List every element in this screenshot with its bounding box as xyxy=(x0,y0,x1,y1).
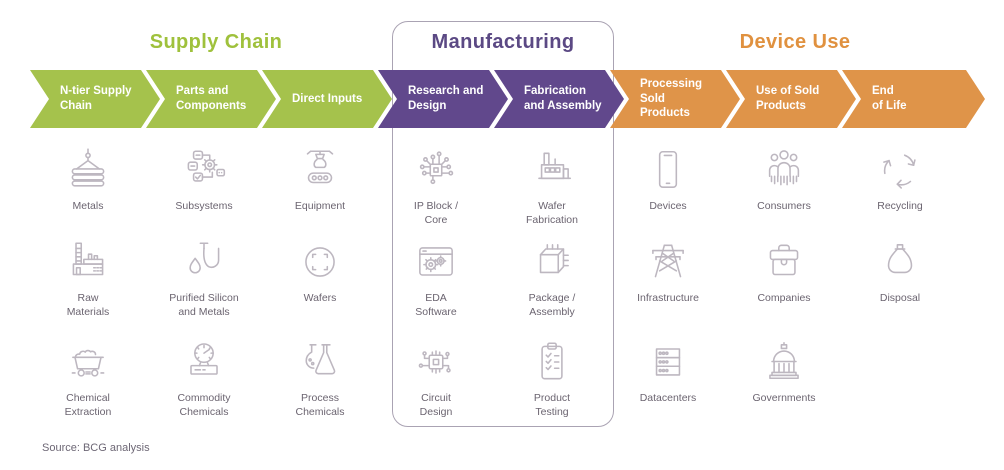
cell-label: IP Block / Core xyxy=(413,200,459,226)
cell-subsystems: Subsystems xyxy=(146,144,262,214)
companies-icon xyxy=(726,236,842,288)
datacenters-icon xyxy=(610,336,726,388)
product-testing-icon xyxy=(494,336,610,388)
wafers-icon xyxy=(262,236,378,288)
cell-label: EDA Software xyxy=(415,292,457,318)
cell-label: Companies xyxy=(757,292,811,304)
devices-icon xyxy=(610,144,726,196)
cell-label: Consumers xyxy=(757,200,811,212)
cell-label: Governments xyxy=(752,392,816,404)
chevron-direct-inputs: Direct Inputs xyxy=(262,70,392,128)
cell-equipment: Equipment xyxy=(262,144,378,214)
cell-infrastructure: Infrastructure xyxy=(610,236,726,306)
cell-ip-block-core: IP Block / Core xyxy=(378,144,494,227)
wafer-fabrication-icon xyxy=(494,144,610,196)
cell-disposal: Disposal xyxy=(842,236,958,306)
cell-label: Circuit Design xyxy=(419,392,453,418)
cell-label: Infrastructure xyxy=(637,292,699,304)
cell-product-testing: Product Testing xyxy=(494,336,610,419)
chevron-end-of-life: End of Life xyxy=(842,70,985,128)
process-chemicals-icon xyxy=(262,336,378,388)
cell-label: Datacenters xyxy=(639,392,697,404)
eda-software-icon xyxy=(378,236,494,288)
cell-consumers: Consumers xyxy=(726,144,842,214)
cell-eda-software: EDA Software xyxy=(378,236,494,319)
cell-label: Devices xyxy=(649,200,687,212)
cell-devices: Devices xyxy=(610,144,726,214)
cell-process-chemicals: Process Chemicals xyxy=(262,336,378,419)
metals-icon xyxy=(30,144,146,196)
circuit-design-icon xyxy=(378,336,494,388)
cell-datacenters: Datacenters xyxy=(610,336,726,406)
cell-label: Chemical Extraction xyxy=(64,392,112,418)
consumers-icon xyxy=(726,144,842,196)
cell-metals: Metals xyxy=(30,144,146,214)
cell-label: Process Chemicals xyxy=(295,392,345,418)
phase-title-manufacturing: Manufacturing xyxy=(431,31,575,53)
recycling-icon xyxy=(842,144,958,196)
cell-circuit-design: Circuit Design xyxy=(378,336,494,419)
cell-chemical-extraction: Chemical Extraction xyxy=(30,336,146,419)
cell-wafers: Wafers xyxy=(262,236,378,306)
cell-raw-materials: Raw Materials xyxy=(30,236,146,319)
cell-governments: Governments xyxy=(726,336,842,406)
disposal-icon xyxy=(842,236,958,288)
purified-silicon-icon xyxy=(146,236,262,288)
manufacturing-outline-box xyxy=(392,21,614,427)
cell-companies: Companies xyxy=(726,236,842,306)
package-assembly-icon xyxy=(494,236,610,288)
chevron-use-of-sold-products: Use of Sold Products xyxy=(726,70,856,128)
phase-title-device-use: Device Use xyxy=(739,31,851,53)
cell-label: Raw Materials xyxy=(66,292,110,318)
chevron-fabrication-and-assembly: Fabrication and Assembly xyxy=(494,70,624,128)
governments-icon xyxy=(726,336,842,388)
cell-label: Wafer Fabrication xyxy=(526,200,578,226)
cell-label: Product Testing xyxy=(533,392,571,418)
cell-label: Purified Silicon and Metals xyxy=(169,292,239,318)
chevron-n-tier-supply-chain: N-tier Supply Chain xyxy=(30,70,160,128)
ip-block-core-icon xyxy=(378,144,494,196)
subsystems-icon xyxy=(146,144,262,196)
cell-wafer-fabrication: Wafer Fabrication xyxy=(494,144,610,227)
cell-recycling: Recycling xyxy=(842,144,958,214)
chemical-extraction-icon xyxy=(30,336,146,388)
cell-package-assembly: Package / Assembly xyxy=(494,236,610,319)
cell-label: Subsystems xyxy=(175,200,233,212)
cell-label: Wafers xyxy=(303,292,337,304)
cell-purified-silicon-and-metals: Purified Silicon and Metals xyxy=(146,236,262,319)
cell-label: Package / Assembly xyxy=(528,292,576,318)
chevron-research-and-design: Research and Design xyxy=(378,70,508,128)
cell-label: Disposal xyxy=(879,292,921,304)
cell-label: Equipment xyxy=(294,200,346,212)
chevron-parts-and-components: Parts and Components xyxy=(146,70,276,128)
equipment-icon xyxy=(262,144,378,196)
cell-label: Metals xyxy=(72,200,104,212)
cell-label: Commodity Chemicals xyxy=(177,392,231,418)
commodity-chemicals-icon xyxy=(146,336,262,388)
infrastructure-icon xyxy=(610,236,726,288)
cell-label: Recycling xyxy=(877,200,923,212)
phase-title-supply-chain: Supply Chain xyxy=(149,31,283,53)
source-note: Source: BCG analysis xyxy=(42,442,150,454)
cell-commodity-chemicals: Commodity Chemicals xyxy=(146,336,262,419)
raw-materials-icon xyxy=(30,236,146,288)
chevron-processing-sold-products: Processing Sold Products xyxy=(610,70,740,128)
